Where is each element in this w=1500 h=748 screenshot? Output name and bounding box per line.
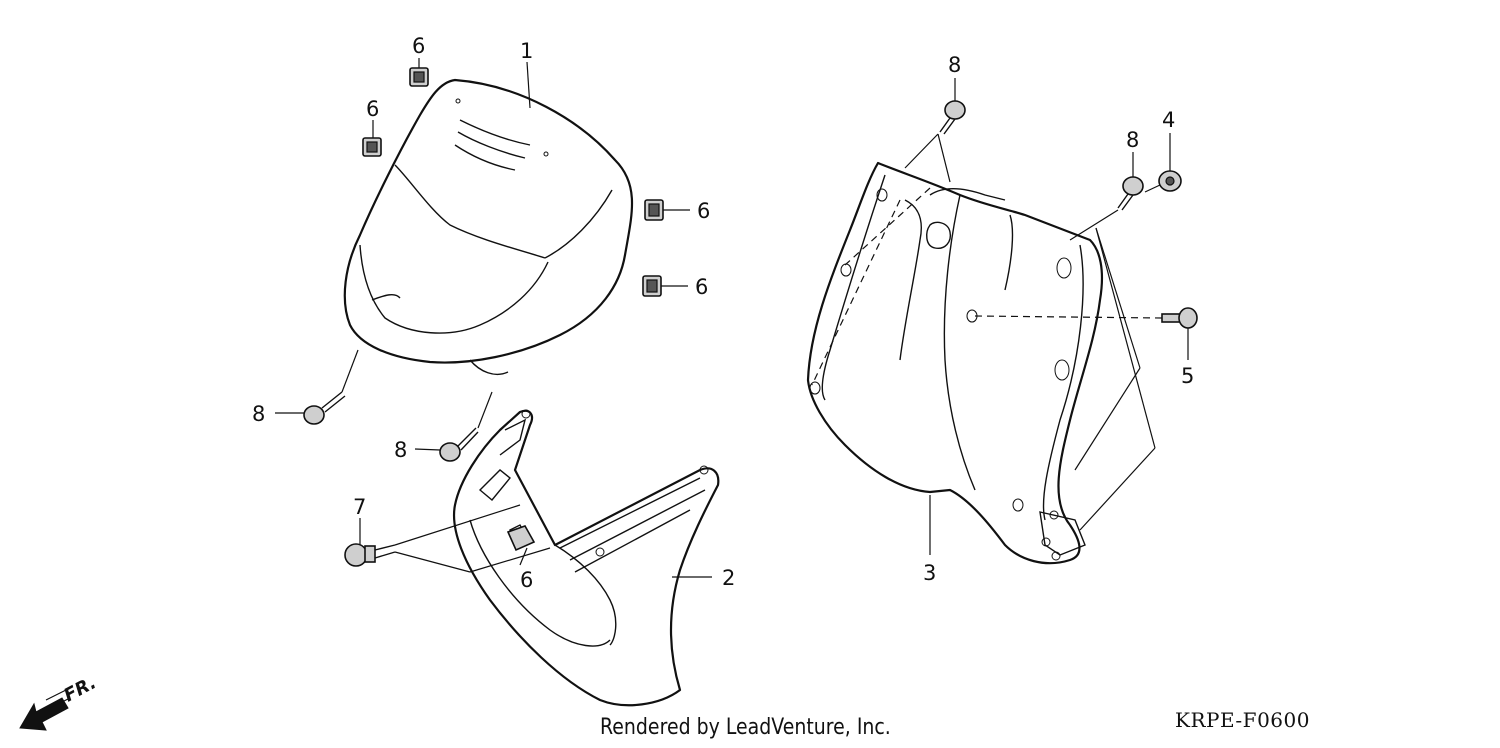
diagram-code: KRPE-F0600 <box>1175 708 1310 732</box>
leader-line <box>394 551 471 573</box>
callout-5: 5 <box>1181 364 1194 388</box>
leader-line <box>526 61 531 109</box>
assembly-line <box>811 199 901 386</box>
callout-1: 1 <box>520 39 533 63</box>
leader-line <box>937 133 951 183</box>
footer-credit: Rendered by LeadVenture, Inc. <box>600 715 891 740</box>
callout-8: 8 <box>948 53 961 77</box>
clip-nut[interactable] <box>409 67 429 87</box>
callout-6: 6 <box>520 568 533 592</box>
callout-6: 6 <box>412 34 425 58</box>
leader-line <box>1144 184 1161 193</box>
clip-nut[interactable] <box>644 199 664 221</box>
leader-line <box>1095 227 1141 369</box>
flange-nut[interactable] <box>1158 170 1182 192</box>
callout-8: 8 <box>1126 128 1139 152</box>
leader-line <box>414 448 441 451</box>
direction-label: FR. <box>60 672 99 706</box>
special-bolt[interactable] <box>344 543 396 567</box>
callout-4: 4 <box>1162 108 1175 132</box>
front-direction-arrow: FR. <box>19 672 100 731</box>
clip-nut[interactable] <box>506 525 536 552</box>
tapping-screw[interactable] <box>303 391 346 425</box>
leader-line <box>1069 209 1119 241</box>
leader-line <box>477 391 493 429</box>
callout-8: 8 <box>252 402 265 426</box>
clip-nut[interactable] <box>362 137 382 157</box>
tapping-screw[interactable] <box>1117 176 1144 211</box>
callout-3: 3 <box>923 561 936 585</box>
leader-line <box>469 547 551 573</box>
leader-line <box>1095 227 1156 449</box>
leader-line <box>394 504 521 546</box>
callout-6: 6 <box>697 199 710 223</box>
callout-2: 2 <box>722 566 735 590</box>
leader-line <box>519 547 528 566</box>
callout-6: 6 <box>695 275 708 299</box>
leader-line <box>1079 447 1156 531</box>
leader-line <box>341 349 359 393</box>
arrow-icon <box>19 697 69 731</box>
leader-line <box>904 133 939 169</box>
tapping-screw[interactable] <box>939 100 966 135</box>
flange-bolt[interactable] <box>1161 307 1198 329</box>
clip-nut[interactable] <box>642 275 662 297</box>
callout-8: 8 <box>394 438 407 462</box>
callout-7: 7 <box>353 495 366 519</box>
tapping-screw[interactable] <box>439 427 479 462</box>
leader-line <box>1074 367 1141 471</box>
callout-6: 6 <box>366 97 379 121</box>
lower-cover-part-2[interactable] <box>453 409 720 707</box>
front-cover-part-1[interactable] <box>343 78 634 376</box>
inner-panel-part-3[interactable] <box>806 161 1104 565</box>
